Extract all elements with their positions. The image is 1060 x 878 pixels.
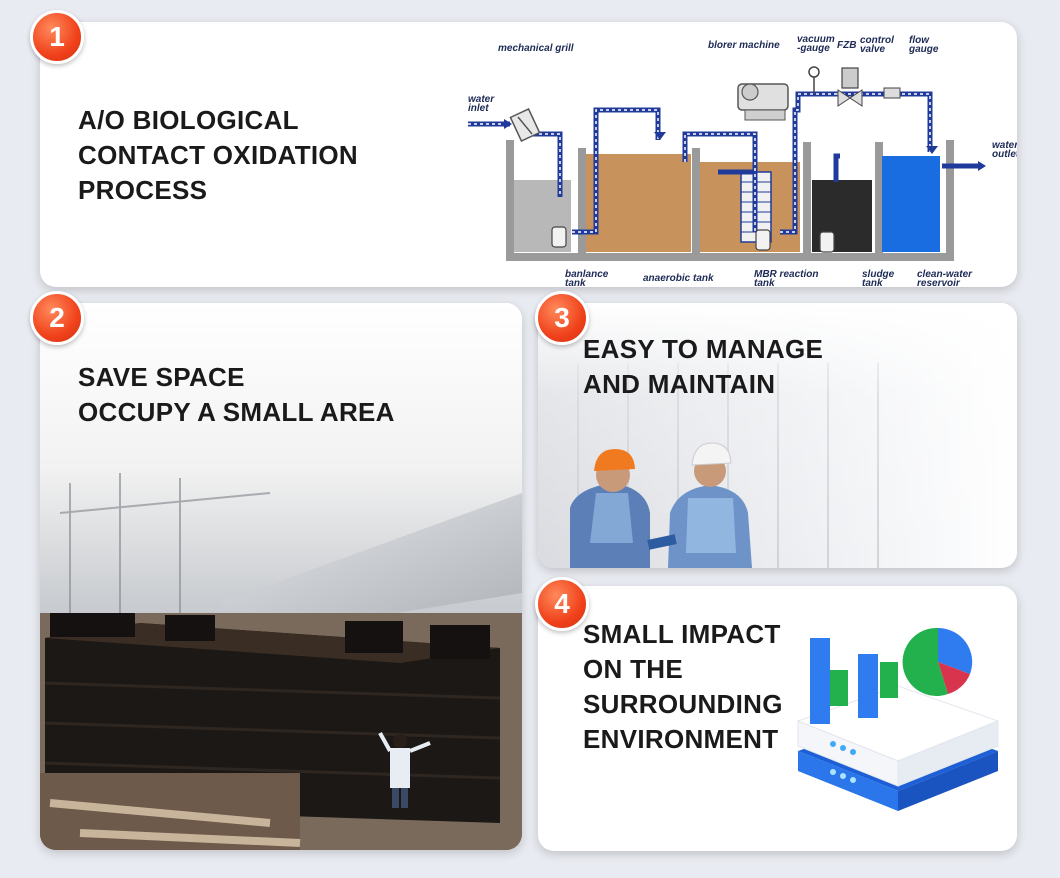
label-balance-tank: banlance xyxy=(565,269,609,280)
process-title-line: A/O BIOLOGICAL xyxy=(78,105,299,135)
small-impact-title-line: SURROUNDING xyxy=(583,689,783,719)
easy-manage-title: EASY TO MANAGE AND MAINTAIN xyxy=(583,332,823,402)
control-valve-icon xyxy=(837,67,863,107)
small-impact-title-line: SMALL IMPACT xyxy=(583,619,781,649)
label-clean-water-reservoir: clean-water xyxy=(917,269,973,280)
save-space-title: SAVE SPACE OCCUPY A SMALL AREA xyxy=(78,360,395,430)
process-title-line: CONTACT OXIDATION xyxy=(78,140,359,170)
label-water-outlet: water xyxy=(992,140,1017,151)
worker-figure xyxy=(378,732,431,808)
easy-manage-card: EASY TO MANAGE AND MAINTAIN xyxy=(538,303,1017,568)
small-impact-title: SMALL IMPACT ON THE SURROUNDING ENVIRONM… xyxy=(583,617,783,757)
label-sludge-tank: tank xyxy=(862,278,883,287)
blower-machine-icon xyxy=(737,83,789,121)
process-title-line: PROCESS xyxy=(78,175,208,205)
label-sludge-tank: sludge xyxy=(862,269,895,280)
label-mbr-tank: tank xyxy=(754,278,775,287)
process-card: A/O BIOLOGICAL CONTACT OXIDATION PROCESS xyxy=(40,22,1017,287)
hard-hat-orange-icon xyxy=(594,449,635,471)
bar-chart-icon xyxy=(810,638,898,724)
step-badge-4: 4 xyxy=(535,577,589,631)
process-flow-diagram: mechanical grill blorer machine vacuum -… xyxy=(468,34,1017,287)
step-badge-2: 2 xyxy=(30,291,84,345)
mechanical-grill-icon xyxy=(509,107,541,143)
small-impact-title-line: ON THE xyxy=(583,654,684,684)
label-water-inlet: water xyxy=(468,94,495,105)
easy-manage-title-line: AND MAINTAIN xyxy=(583,369,776,399)
label-clean-water-reservoir: reservoir xyxy=(917,278,961,287)
pie-chart-icon xyxy=(902,627,973,696)
save-space-card: SAVE SPACE OCCUPY A SMALL AREA xyxy=(40,303,522,850)
anaerobic-tank-water xyxy=(586,154,691,252)
label-vacuum-gauge: -gauge xyxy=(797,43,830,54)
small-impact-card: SMALL IMPACT ON THE SURROUNDING ENVIRONM… xyxy=(538,586,1017,851)
step-badge-3: 3 xyxy=(535,291,589,345)
flow-gauge-icon xyxy=(883,87,901,99)
label-water-outlet: outlet xyxy=(992,149,1017,160)
label-flow-gauge: flow xyxy=(909,35,930,46)
label-fzb: FZB xyxy=(837,40,856,51)
server-chart-illustration xyxy=(796,627,1000,811)
vacuum-gauge-icon xyxy=(808,66,820,78)
save-space-title-line: SAVE SPACE xyxy=(78,362,245,392)
label-water-inlet: inlet xyxy=(468,103,489,114)
label-flow-gauge: gauge xyxy=(908,44,939,55)
label-anaerobic-tank: anaerobic tank xyxy=(643,273,714,284)
small-impact-title-line: ENVIRONMENT xyxy=(583,724,779,754)
tank-basin xyxy=(506,140,954,261)
clean-water-reservoir-water xyxy=(882,156,940,252)
label-vacuum-gauge: vacuum xyxy=(797,34,835,45)
label-control-valve: control xyxy=(860,35,894,46)
save-space-title-line: OCCUPY A SMALL AREA xyxy=(78,397,395,427)
construction-site-photo xyxy=(40,303,522,850)
label-mechanical-grill: mechanical grill xyxy=(498,43,574,54)
label-mbr-tank: MBR reaction xyxy=(754,269,818,280)
engineers-photo xyxy=(538,303,1017,568)
pump-icons xyxy=(551,226,835,253)
hard-hat-white-icon xyxy=(691,442,732,466)
label-control-valve: valve xyxy=(860,44,885,55)
engineer-left-figure xyxy=(570,449,650,568)
label-balance-tank: tank xyxy=(565,278,586,287)
engineer-right-figure xyxy=(668,442,752,568)
process-title: A/O BIOLOGICAL CONTACT OXIDATION PROCESS xyxy=(78,103,358,208)
easy-manage-title-line: EASY TO MANAGE xyxy=(583,334,824,364)
label-blower-machine: blorer machine xyxy=(708,40,780,51)
step-badge-1: 1 xyxy=(30,10,84,64)
tablet-icon xyxy=(647,534,677,550)
